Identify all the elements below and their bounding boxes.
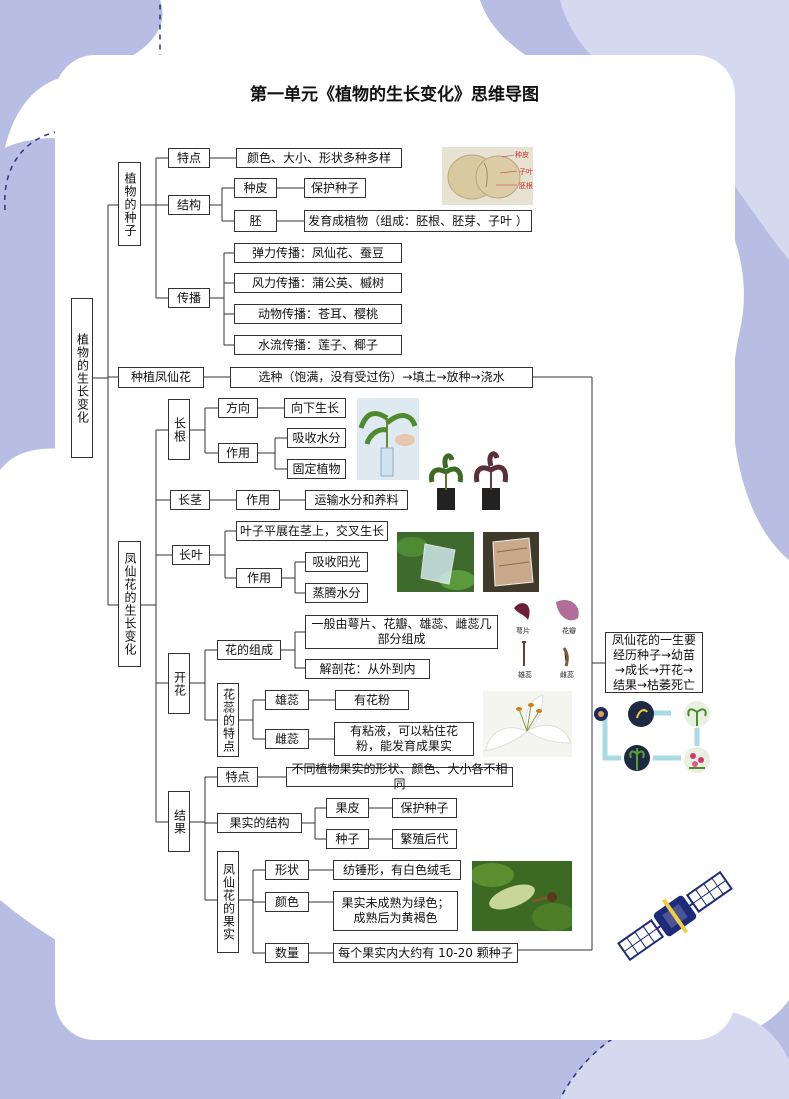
fruit-peel-node: 果皮: [326, 798, 369, 818]
root-direction-node: 方向: [218, 398, 258, 418]
planting-node: 种植凤仙花: [118, 367, 204, 388]
flower-photo-label: 花瓣: [562, 627, 576, 635]
lifecycle-diagram: [593, 698, 718, 782]
fruit-count-text: 每个果实内大约有 10-20 颗种子: [333, 943, 518, 963]
pistil-node: 雌蕊: [265, 729, 309, 749]
leaf-function-node: 作用: [236, 568, 282, 588]
stem-node: 长茎: [170, 490, 210, 510]
leaf-bag-photo: [397, 532, 474, 592]
seedling-photo: [428, 450, 464, 512]
fruit-seed-node: 种子: [326, 829, 369, 849]
stamen-pistil-photo: [483, 691, 572, 757]
spread-node: 传播: [168, 288, 210, 308]
seed-structure-node: 结构: [168, 195, 210, 215]
lifecycle-box: 凤仙花的一生要经历种子→幼苗→成长→开花→结果→枯萎死亡: [605, 632, 703, 693]
root-direction-text: 向下生长: [284, 398, 346, 418]
seed-photo: 种皮 子叶 胚根: [442, 147, 533, 205]
flower-parts-photo: 萼片 花瓣 雄蕊 雌蕊: [508, 596, 588, 680]
seed-coat-node: 种皮: [234, 178, 277, 198]
stamen-text: 有花粉: [335, 690, 409, 710]
root-fix-text: 固定植物: [287, 459, 346, 479]
satellite-illustration: [617, 870, 733, 962]
fruit-seed-text: 繁殖后代: [392, 829, 457, 849]
stamen-node: 雄蕊: [265, 690, 309, 710]
embryo-text: 发育成植物（组成：胚根、胚芽、子叶 ）: [304, 210, 532, 232]
stem-function-node: 作用: [236, 490, 280, 510]
spread-item: 风力传播：蒲公英、槭树: [234, 273, 402, 293]
seed-feature-text: 颜色、大小、形状多种多样: [236, 148, 402, 168]
seed-photo-label: 胚根: [519, 182, 533, 190]
flower-photo-label: 萼片: [516, 627, 530, 635]
seed-photo-label: 子叶: [519, 168, 533, 176]
seed-photo-label: 种皮: [515, 151, 529, 159]
bottom-light-blob: [560, 1008, 789, 1099]
flower-composition-node: 花的组成: [217, 640, 281, 660]
root-absorb-text: 吸收水分: [287, 428, 346, 448]
leaf-arrangement-text: 叶子平展在茎上，交叉生长: [236, 521, 388, 541]
root-function-node: 作用: [218, 443, 258, 463]
fruit-color-node: 颜色: [265, 892, 309, 912]
fruit-shape-text: 纺锤形，有白色绒毛: [333, 860, 461, 880]
spread-item: 动物传播：苍耳、樱桃: [234, 304, 402, 324]
leaf-evap-text: 蒸腾水分: [305, 583, 368, 603]
seed-coat-text: 保护种子: [304, 178, 366, 198]
leaf-node: 长叶: [172, 545, 210, 565]
fruit-color-text: 果实未成熟为绿色；成熟后为黄褐色: [333, 891, 458, 931]
flower-photo-label: 雄蕊: [518, 671, 532, 679]
fruit-count-node: 数量: [265, 943, 309, 963]
fruit-structure-node: 果实的结构: [217, 813, 302, 833]
top-left-blob: [0, 0, 163, 190]
spread-item: 弹力传播：凤仙花、蚕豆: [234, 243, 402, 263]
growth-node: 凤仙花的生长变化: [118, 541, 141, 667]
root-node: 植物的生长变化: [71, 298, 93, 458]
seed-feature-node: 特点: [168, 148, 210, 168]
flower-photo-label: 雌蕊: [560, 671, 574, 679]
fruit-peel-text: 保护种子: [392, 798, 457, 818]
fruit-feature-text: 不同植物果实的形状、颜色、大小各不相同: [286, 762, 513, 791]
flower-node: 开花: [168, 653, 190, 714]
root-photo: [357, 398, 419, 480]
leaf-bag-photo-2: [483, 532, 539, 592]
planting-steps: 选种（饱满，没有受过伤）→填土→放种→浇水: [230, 367, 533, 388]
flower-composition-text: 一般由萼片、花瓣、雄蕊、雌蕊几部分组成: [305, 615, 498, 649]
embryo-node: 胚: [234, 210, 277, 232]
flower-dissect-text: 解剖花：从外到内: [305, 659, 430, 679]
impatiens-fruit-node: 凤仙花的果实: [217, 851, 239, 953]
pistil-text: 有粘液，可以粘住花粉，能发育成果实: [334, 722, 474, 756]
seedling-photo: [473, 448, 509, 512]
fruit-photo: [472, 861, 572, 931]
fruit-node: 结果: [168, 791, 190, 852]
leaf-sun-text: 吸收阳光: [305, 552, 368, 572]
root-growth-node: 长根: [168, 399, 190, 460]
seed-node: 植物的种子: [118, 162, 141, 246]
fruit-feature-node: 特点: [217, 767, 258, 787]
stem-function-text: 运输水分和养料: [305, 490, 408, 510]
fruit-shape-node: 形状: [265, 860, 309, 880]
bottom-blob: [0, 900, 789, 1099]
page-title: 第一单元《植物的生长变化》思维导图: [250, 85, 539, 105]
spread-item: 水流传播：莲子、椰子: [234, 335, 402, 355]
stamen-pistil-node: 花蕊的特点: [217, 683, 239, 757]
